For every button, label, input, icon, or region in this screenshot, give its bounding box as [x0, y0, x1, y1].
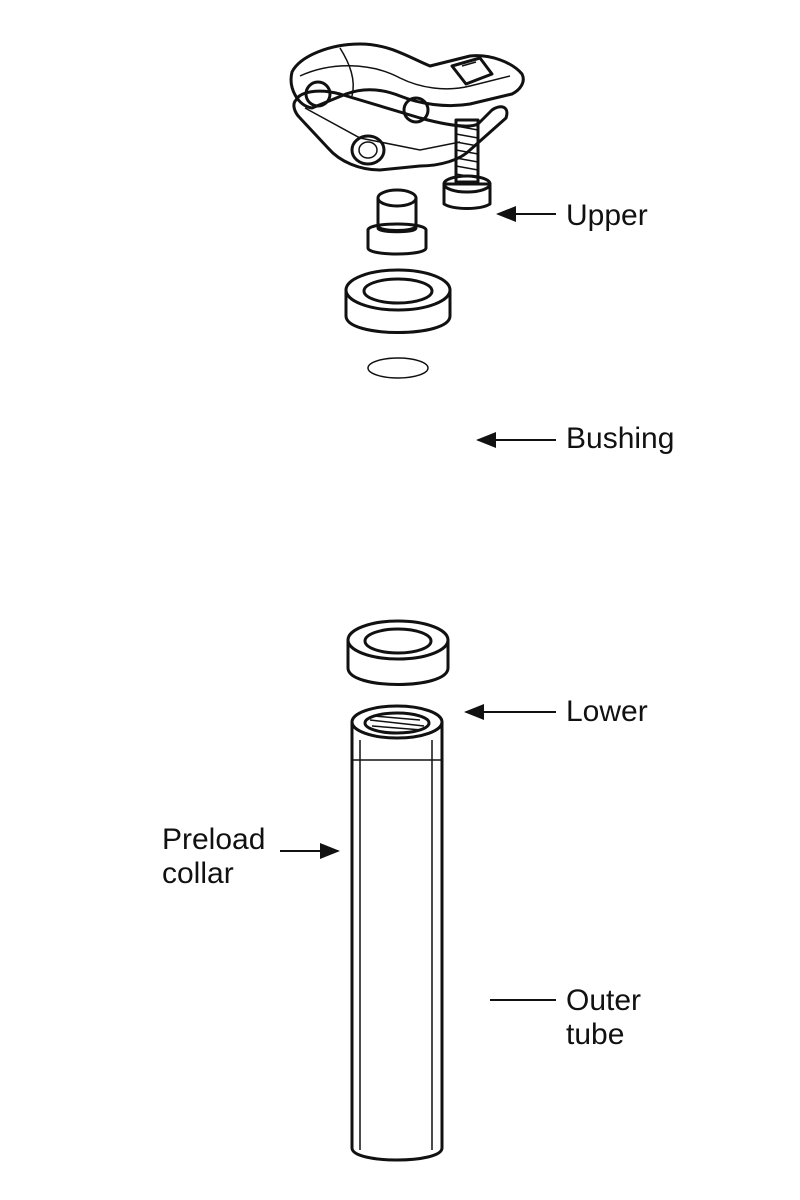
lower-ring	[346, 619, 450, 686]
saddle-clamp	[289, 42, 525, 210]
upper-label: Upper	[566, 199, 648, 232]
bushing-label: Bushing	[566, 422, 675, 455]
top-pin	[366, 188, 428, 256]
preload-collar-label: Preload collar	[162, 823, 266, 890]
lower-label: Lower	[566, 695, 648, 728]
outer-tube-label: Outer tube	[566, 984, 642, 1051]
coil-spring	[341, 341, 455, 609]
clamp-bolt	[442, 118, 492, 210]
outer-tube	[350, 704, 444, 1162]
upper-ring	[344, 268, 452, 334]
leader-lines	[280, 206, 556, 1001]
